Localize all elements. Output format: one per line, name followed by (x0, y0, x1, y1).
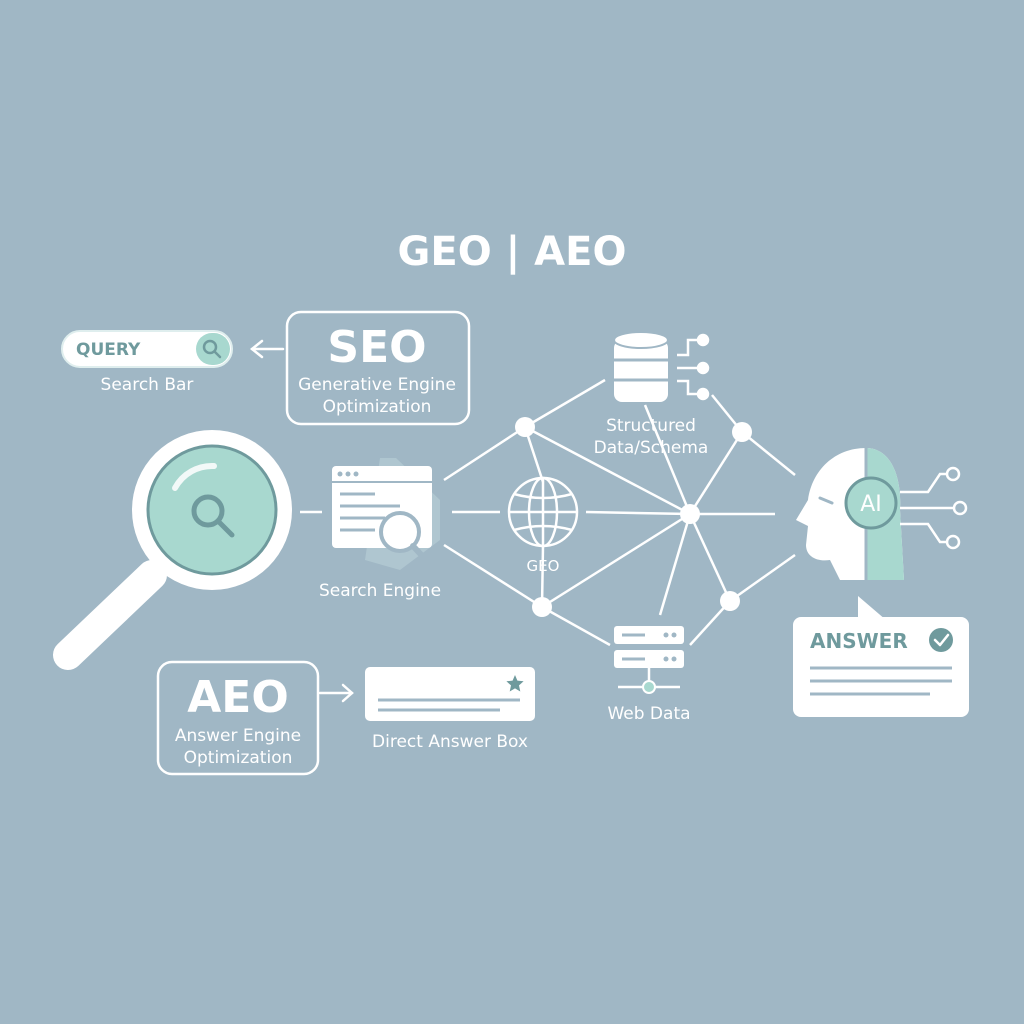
search-icon (202, 339, 222, 359)
link-hub-n2 (688, 431, 744, 515)
link-engine-n1 (443, 425, 526, 482)
network-node (732, 422, 752, 442)
circuit-icon (900, 466, 968, 550)
checkmark-icon (929, 628, 953, 652)
search-bar-label: Search Bar (101, 375, 194, 395)
ai-head-icon (796, 448, 904, 580)
database-icon (613, 331, 669, 402)
link-n3-ai (729, 553, 796, 603)
search-bar-button[interactable] (196, 333, 230, 365)
link-hub-n3 (688, 513, 732, 602)
seo-line-2: Optimization (323, 397, 432, 417)
direct-answer-box[interactable] (365, 667, 535, 721)
link-n1-hub (524, 425, 691, 516)
link-n4-server (541, 605, 611, 647)
star-icon (506, 675, 524, 692)
structured-data-line-2: Data/Schema (594, 438, 709, 458)
ai-label: AI (860, 492, 882, 517)
diagram-title: GEO | AEO (398, 229, 627, 276)
search-bar[interactable]: QUERY (61, 330, 233, 368)
aeo-heading: AEO (187, 672, 289, 723)
arrow-right-icon (318, 683, 354, 703)
structured-data-line-1: Structured (606, 416, 696, 436)
network-node (515, 417, 535, 437)
link-hub-server (658, 513, 692, 616)
answer-label: ANSWER (810, 629, 908, 653)
circuit-icon (677, 333, 710, 401)
search-query-text: QUERY (76, 340, 141, 360)
network-node (720, 591, 740, 611)
browser-icon (332, 458, 440, 570)
search-bar-field[interactable] (61, 330, 233, 368)
network-hub-node (680, 504, 700, 524)
server-icon (614, 626, 684, 694)
seo-box-frame (285, 310, 471, 426)
network-node (532, 597, 552, 617)
magnifier-icon (53, 430, 292, 670)
seo-line-1: Generative Engine (298, 375, 456, 395)
geo-label: GEO (527, 557, 560, 575)
network-lines (443, 378, 796, 647)
search-engine-label: Search Engine (319, 581, 441, 601)
link-globe-hub (585, 510, 691, 516)
direct-answer-frame[interactable] (365, 667, 535, 721)
direct-answer-label: Direct Answer Box (372, 732, 528, 752)
aeo-line-1: Answer Engine (175, 726, 301, 746)
globe-icon (507, 476, 579, 548)
aeo-line-2: Optimization (184, 748, 293, 768)
arrow-left-icon (249, 339, 285, 359)
link-globe-n4 (540, 545, 545, 608)
seo-box: SEO Generative Engine Optimization (285, 310, 471, 426)
link-n2-ai (741, 431, 796, 476)
web-data-label: Web Data (607, 704, 690, 724)
aeo-box-frame (156, 660, 320, 776)
aeo-box: AEO Answer Engine Optimization (156, 660, 320, 776)
network-nodes (515, 417, 752, 617)
link-n4-hub (541, 512, 691, 609)
link-n1-db (524, 378, 606, 429)
seo-heading: SEO (327, 322, 426, 373)
link-engine-n4 (443, 543, 543, 609)
link-hub-db (643, 404, 692, 515)
answer-card[interactable]: ANSWER (793, 596, 969, 717)
